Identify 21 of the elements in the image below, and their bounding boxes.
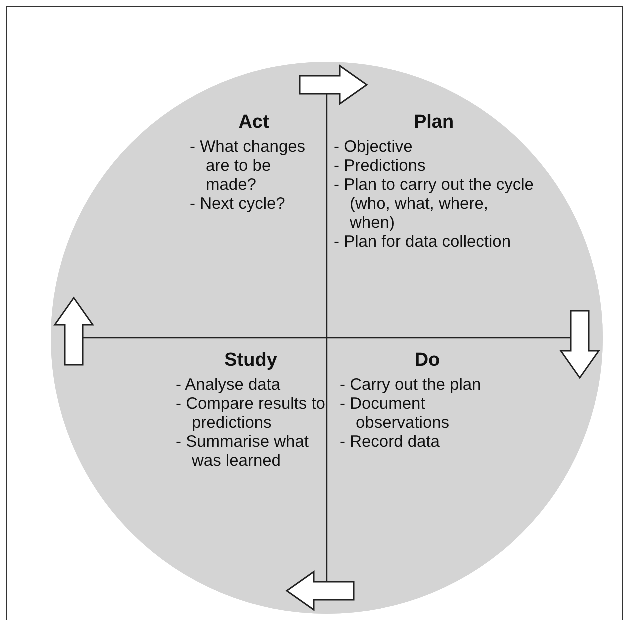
bullet-item: - Predictions	[334, 157, 427, 176]
bullet-item: - Record data	[340, 433, 441, 452]
bullet-item: - Plan to carry out the cycle (who, what, where, when)	[334, 176, 534, 233]
block-arrow	[299, 64, 368, 106]
bullet-item: - Document observations	[340, 395, 451, 433]
bullet-item: - Carry out the plan	[340, 376, 482, 395]
bullet-item: - Objective	[334, 138, 414, 157]
bullet-item: - Plan for data collection	[334, 233, 512, 252]
quadrant-heading: Do	[414, 350, 442, 372]
quadrant-heading: Study	[224, 350, 278, 372]
circle-background	[51, 62, 603, 614]
block-arrow	[286, 570, 355, 612]
quadrant-heading: Plan	[412, 112, 456, 134]
quadrant-heading: Act	[238, 112, 270, 134]
bullet-item: - Summarise what was learned	[176, 433, 310, 471]
block-arrow	[54, 296, 94, 366]
block-arrow	[560, 310, 600, 380]
bullet-item: - What changes are to be made?	[190, 138, 307, 195]
bullet-item: - Analyse data	[176, 376, 282, 395]
bullet-item: - Compare results to predictions	[176, 395, 326, 433]
bullet-item: - Next cycle?	[190, 195, 286, 214]
